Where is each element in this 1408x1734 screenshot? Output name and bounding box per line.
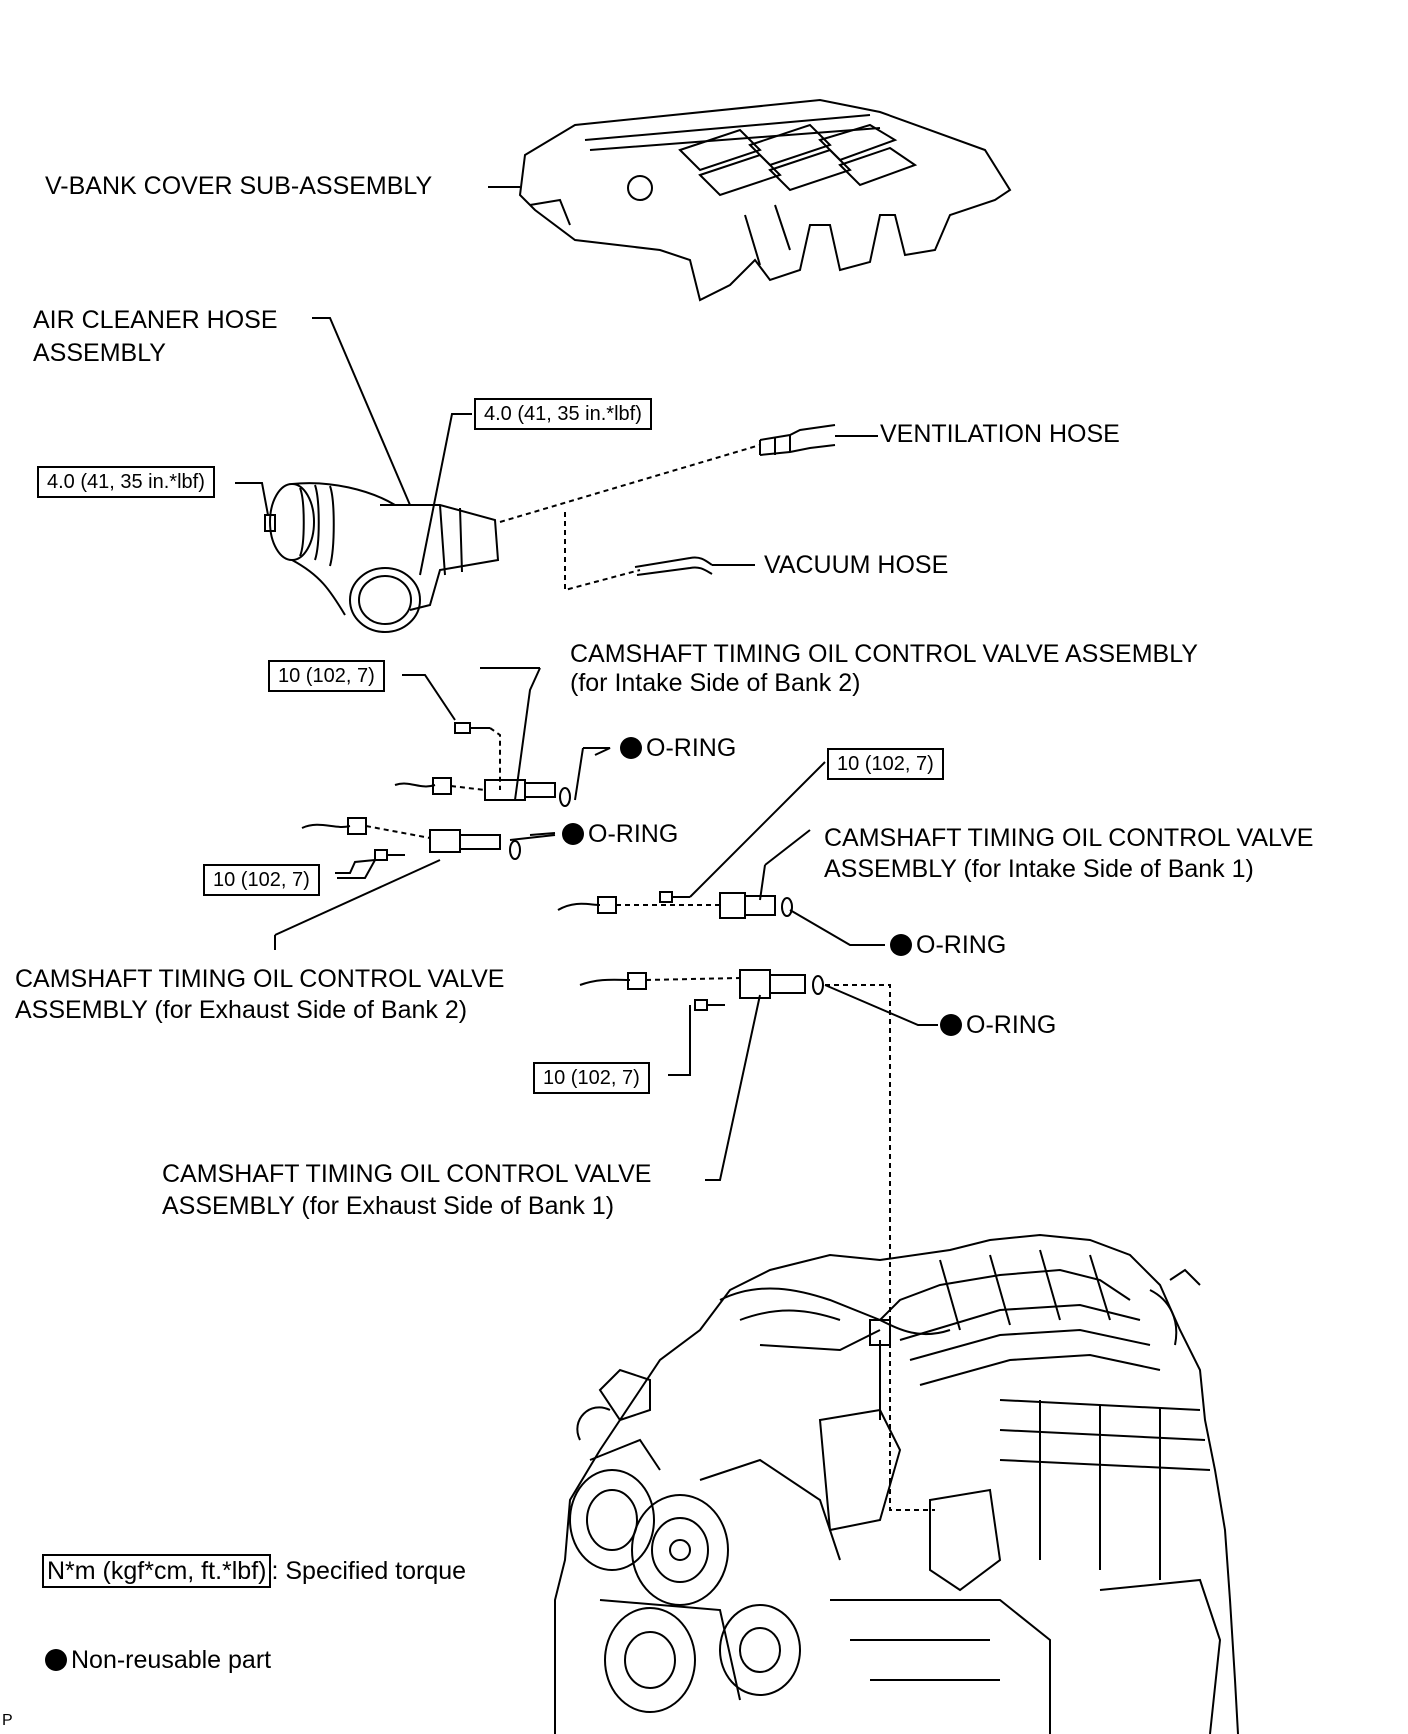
air-cleaner-hose-label-line2: ASSEMBLY	[33, 339, 166, 367]
corner-mark: P	[2, 1712, 13, 1729]
ocv-exhaust-bank2-label-line2: ASSEMBLY (for Exhaust Side of Bank 2)	[15, 996, 468, 1024]
non-reusable-dot-icon	[45, 1649, 67, 1671]
vacuum-hose-drawing	[634, 556, 713, 576]
air-cleaner-hose-label-line1: AIR CLEANER HOSE	[33, 306, 278, 334]
torque-box-clamp-left: 4.0 (41, 35 in.*lbf)	[37, 466, 215, 498]
legend-nonreusable-text: Non-reusable part	[71, 1646, 272, 1674]
oring-label-3: O-RING	[890, 929, 1006, 961]
ventilation-hose-label: VENTILATION HOSE	[880, 420, 1120, 448]
oring-label-4: O-RING	[940, 1009, 1056, 1041]
air-cleaner-hose-drawing	[264, 482, 500, 633]
ocv-exhaust-bank1-label-line1: CAMSHAFT TIMING OIL CONTROL VALVE	[162, 1160, 652, 1188]
torque-box-bolt-intake-bank1: 10 (102, 7)	[827, 748, 944, 780]
legend-torque-box: N*m (kgf*cm, ft.*lbf)	[42, 1554, 272, 1588]
legend-torque-text: : Specified torque	[271, 1557, 467, 1585]
torque-box-bolt-intake-bank2: 10 (102, 7)	[268, 660, 385, 692]
ventilation-hose-drawing	[759, 424, 836, 456]
non-reusable-dot-icon	[562, 823, 584, 845]
torque-box-bolt-exhaust-bank2: 10 (102, 7)	[203, 864, 320, 896]
vacuum-hose-label: VACUUM HOSE	[764, 551, 949, 579]
ocv-intake-bank2-label-line1: CAMSHAFT TIMING OIL CONTROL VALVE ASSEMB…	[570, 640, 1198, 668]
ocv-intake-bank2-drawing	[394, 667, 611, 807]
ocv-exhaust-bank2-label-line1: CAMSHAFT TIMING OIL CONTROL VALVE	[15, 965, 505, 993]
non-reusable-dot-icon	[620, 737, 642, 759]
ocv-exhaust-bank1-drawing	[579, 969, 938, 1480]
ocv-exhaust-bank2-drawing	[274, 817, 556, 950]
ocv-intake-bank1-label-line2: ASSEMBLY (for Intake Side of Bank 1)	[824, 855, 1254, 883]
ocv-exhaust-bank1-label-line2: ASSEMBLY (for Exhaust Side of Bank 1)	[162, 1192, 615, 1220]
ocv-intake-bank2-label-line2: (for Intake Side of Bank 2)	[570, 669, 861, 697]
torque-box-clamp-upper: 4.0 (41, 35 in.*lbf)	[474, 398, 652, 430]
ocv-intake-bank1-label-line1: CAMSHAFT TIMING OIL CONTROL VALVE	[824, 824, 1314, 852]
v-bank-cover-drawing	[518, 98, 1012, 302]
oring-label-2: O-RING	[562, 818, 678, 850]
legend-nonreusable: Non-reusable part	[45, 1644, 271, 1676]
engine-drawing	[554, 1233, 1239, 1734]
non-reusable-dot-icon	[940, 1014, 962, 1036]
non-reusable-dot-icon	[890, 934, 912, 956]
torque-box-bolt-exhaust-bank1: 10 (102, 7)	[533, 1062, 650, 1094]
oring-label-1: O-RING	[620, 732, 736, 764]
ocv-intake-bank1-drawing	[557, 761, 885, 946]
v-bank-cover-label: V-BANK COVER SUB-ASSEMBLY	[45, 172, 433, 200]
legend-torque: N*m (kgf*cm, ft.*lbf): Specified torque	[42, 1554, 467, 1588]
